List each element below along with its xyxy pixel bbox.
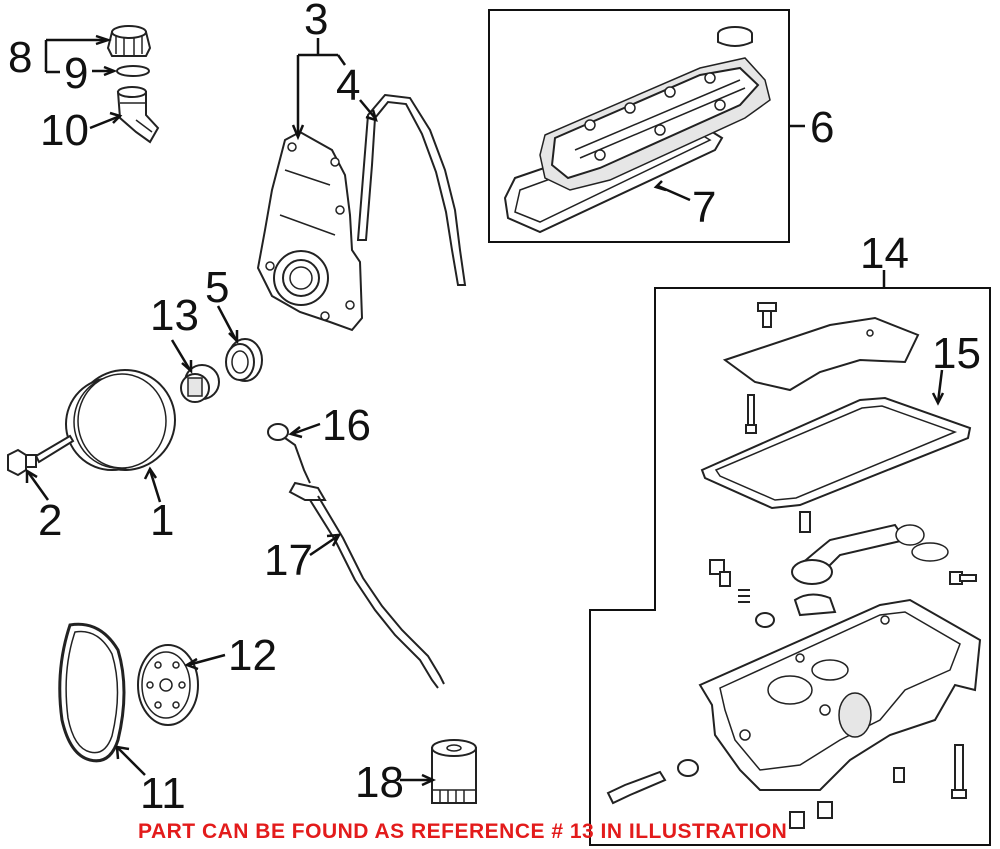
valve-cover-icon: [539, 26, 771, 191]
timing-cover-gasket-icon: [356, 93, 467, 286]
callout-15: 15: [932, 329, 981, 378]
callout-11: 11: [140, 769, 186, 818]
oil-filler-cap-icon: [106, 25, 152, 57]
crankshaft-seal-icon: [225, 338, 263, 382]
camshaft-sprocket-icon: [137, 644, 199, 726]
baffle-icon: [722, 302, 920, 434]
callout-14: 14: [860, 229, 909, 278]
callout-12: 12: [228, 631, 277, 680]
callout-2: 2: [38, 496, 62, 545]
callout-numbers: 1 2 3 4 5 6 7 8 9 10 11 12 13 14 15 16 1…: [8, 0, 981, 818]
callout-7: 7: [692, 183, 716, 232]
callout-1: 1: [150, 496, 174, 545]
reference-note: PART CAN BE FOUND AS REFERENCE # 13 IN I…: [138, 820, 787, 843]
callout-3: 3: [304, 0, 328, 44]
callout-10: 10: [40, 106, 89, 155]
oil-filter-icon: [431, 739, 477, 804]
oil-pan-gasket-icon: [700, 396, 972, 510]
oil-pan-icon: [606, 511, 982, 829]
balancer-bolt-icon: [7, 434, 75, 477]
dipstick-tube-icon: [288, 481, 445, 689]
callout-17: 17: [264, 536, 313, 585]
crankshaft-sprocket-icon: [180, 364, 220, 403]
timing-cover-icon: [256, 130, 364, 332]
callout-18: 18: [355, 758, 404, 807]
o-ring-icon: [116, 65, 150, 77]
callout-16: 16: [322, 401, 371, 450]
timing-chain-icon: [58, 622, 126, 763]
leader-lines: [25, 34, 945, 787]
callout-6: 6: [810, 103, 834, 152]
callout-9: 9: [64, 49, 88, 98]
oil-pan-group-box: [589, 287, 991, 846]
callout-8: 8: [8, 33, 32, 82]
harmonic-balancer-icon: [65, 369, 176, 471]
callout-4: 4: [336, 61, 360, 110]
callout-5: 5: [205, 263, 229, 312]
dipstick-icon: [267, 423, 311, 484]
filler-tube-icon: [116, 86, 160, 144]
callout-13: 13: [150, 291, 199, 340]
